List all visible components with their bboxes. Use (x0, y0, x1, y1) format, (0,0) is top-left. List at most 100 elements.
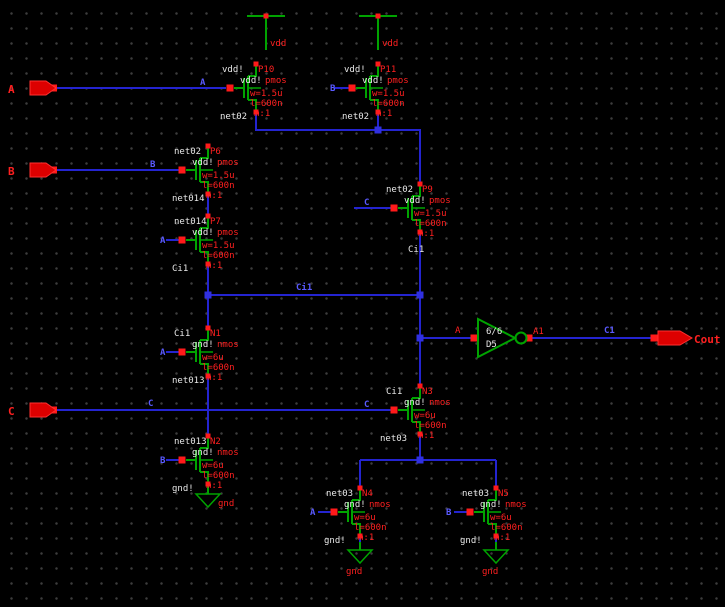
instance-name: N1 (210, 329, 221, 339)
mult-label: m:1 (206, 373, 222, 383)
junction-net03 (416, 456, 424, 464)
source-net-label: net013 (174, 437, 207, 447)
inverter-output-pin-label: A1 (533, 327, 544, 337)
inverter-input-pin-label: A (455, 326, 461, 336)
length-label: l=600n (414, 219, 447, 229)
transistor-p9[interactable]: C net02 P9 vdd! pmos w=1.5u l=600n m:1 C… (364, 180, 451, 256)
net-label-c: C (148, 399, 153, 409)
bulk-net-label: gnd! (404, 398, 426, 408)
model-label: nmos (505, 500, 527, 510)
width-label: w=6u (202, 353, 224, 363)
width-label: w=1.5u (202, 171, 235, 181)
pin-b[interactable]: B (8, 162, 57, 178)
mult-label: m:1 (206, 261, 222, 271)
transistor-p7[interactable]: A net014 P7 vdd! pmos w=1.5u l=600n m:1 … (160, 212, 239, 275)
mult-label: m:1 (206, 481, 222, 491)
transistor-p6[interactable]: B net02 P6 vdd! pmos w=1.5u l=600n m:1 n… (150, 142, 239, 205)
junction-inverter-in (416, 334, 424, 342)
pin-c[interactable]: C (8, 402, 57, 418)
inverter-out-square (525, 334, 533, 342)
bulk-net-label: gnd! (344, 500, 366, 510)
gnd-label: gnd (218, 499, 234, 509)
gate-net-label: A (200, 78, 206, 88)
gate-net-label: B (160, 456, 166, 466)
source-net-label: Ci1 (386, 387, 402, 397)
bulk-net-label: vdd! (192, 158, 214, 168)
instance-name: P6 (210, 147, 221, 157)
length-label: l=600n (354, 523, 387, 533)
bulk-net-label: vdd! (404, 196, 426, 206)
gate-net-label: B (330, 84, 336, 94)
pin-b-shape (29, 162, 57, 178)
drain-net-label: net03 (380, 434, 407, 444)
length-label: l=600n (490, 523, 523, 533)
pin-cout-shape (657, 330, 693, 346)
pin-cout[interactable]: Cout (657, 330, 721, 346)
gate-net-label: A (310, 508, 316, 518)
drain-net-label: Ci1 (172, 264, 188, 274)
drain-net-label: gnd! (460, 536, 482, 546)
length-label: l=600n (414, 421, 447, 431)
model-label: nmos (369, 500, 391, 510)
gate-net-label: A (160, 236, 166, 246)
pin-c-shape (29, 402, 57, 418)
gate-net-label: C (364, 400, 369, 410)
inverter-d5[interactable]: 6/6 D5 A A1 (455, 317, 544, 359)
model-label: nmos (217, 448, 239, 458)
transistor-n5[interactable]: B net03 N5 gnd! nmos w=6u l=600n m:1 gnd… (446, 484, 527, 547)
transistor-p10[interactable]: A vdd! P10 vdd! pmos w=1.5u l=600n m:1 n… (200, 60, 287, 123)
instance-name: P9 (422, 185, 433, 195)
inverter-in-square (470, 334, 478, 342)
vdd-symbol-1[interactable]: vdd (246, 12, 286, 51)
vdd-symbol-2[interactable]: vdd (358, 12, 398, 51)
drain-net-label: net013 (172, 376, 205, 386)
junction-ci1-right (416, 291, 424, 299)
mult-label: m:1 (254, 109, 270, 119)
source-net-label: net03 (326, 489, 353, 499)
width-label: w=1.5u (372, 89, 405, 99)
length-label: l=600n (202, 181, 235, 191)
gate-net-label: B (150, 160, 156, 170)
inverter-ratio-label: 6/6 (486, 327, 502, 337)
instance-name: P10 (258, 65, 274, 75)
drain-net-label: gnd! (172, 484, 194, 494)
net-label-c1: C1 (604, 326, 615, 336)
transistor-n4[interactable]: A net03 N4 gnd! nmos w=6u l=600n m:1 gnd… (310, 484, 391, 547)
source-net-label: net02 (174, 147, 201, 157)
instance-name: N5 (498, 489, 509, 499)
instance-name: N3 (422, 387, 433, 397)
mult-label: m:1 (494, 533, 510, 543)
width-label: w=6u (354, 513, 376, 523)
pin-c-label: C (8, 405, 15, 418)
transistor-n2[interactable]: B net013 N2 gnd! nmos w=6u l=600n m:1 gn… (160, 432, 239, 495)
transistor-n3[interactable]: C Ci1 N3 gnd! nmos w=6u l=600n m:1 net03 (364, 382, 451, 445)
length-label: l=600n (250, 99, 283, 109)
gnd-symbol-bottom-left[interactable]: gnd (346, 541, 373, 577)
length-label: l=600n (372, 99, 405, 109)
gnd-symbol-left[interactable]: gnd (195, 485, 234, 509)
bulk-net-label: vdd! (362, 76, 384, 86)
pin-b-label: B (8, 165, 15, 178)
drain-net-label: Ci1 (408, 245, 424, 255)
bulk-net-label: gnd! (480, 500, 502, 510)
transistor-n1[interactable]: A Ci1 N1 gnd! nmos w=6u l=600n m:1 net01… (160, 324, 239, 387)
gate-net-label: C (364, 198, 369, 208)
gnd-symbol-bottom-right[interactable]: gnd (482, 541, 509, 577)
gate-net-label: A (160, 348, 166, 358)
width-label: w=1.5u (414, 209, 447, 219)
mult-label: m:1 (358, 533, 374, 543)
model-label: nmos (217, 340, 239, 350)
pin-a[interactable]: A (8, 80, 57, 96)
drain-net-label: net014 (172, 194, 205, 204)
gnd-label: gnd (482, 567, 498, 577)
bulk-net-label: vdd! (240, 76, 262, 86)
width-label: w=1.5u (250, 89, 283, 99)
width-label: w=6u (490, 513, 512, 523)
width-label: w=6u (414, 411, 436, 421)
source-net-label: net02 (386, 185, 413, 195)
drain-net-label: net02 (342, 112, 369, 122)
pin-a-label: A (8, 83, 15, 96)
net-label-ci1: Ci1 (296, 282, 312, 293)
transistor-p11[interactable]: B vdd! P11 vdd! pmos w=1.5u l=600n m:1 n… (330, 60, 409, 123)
